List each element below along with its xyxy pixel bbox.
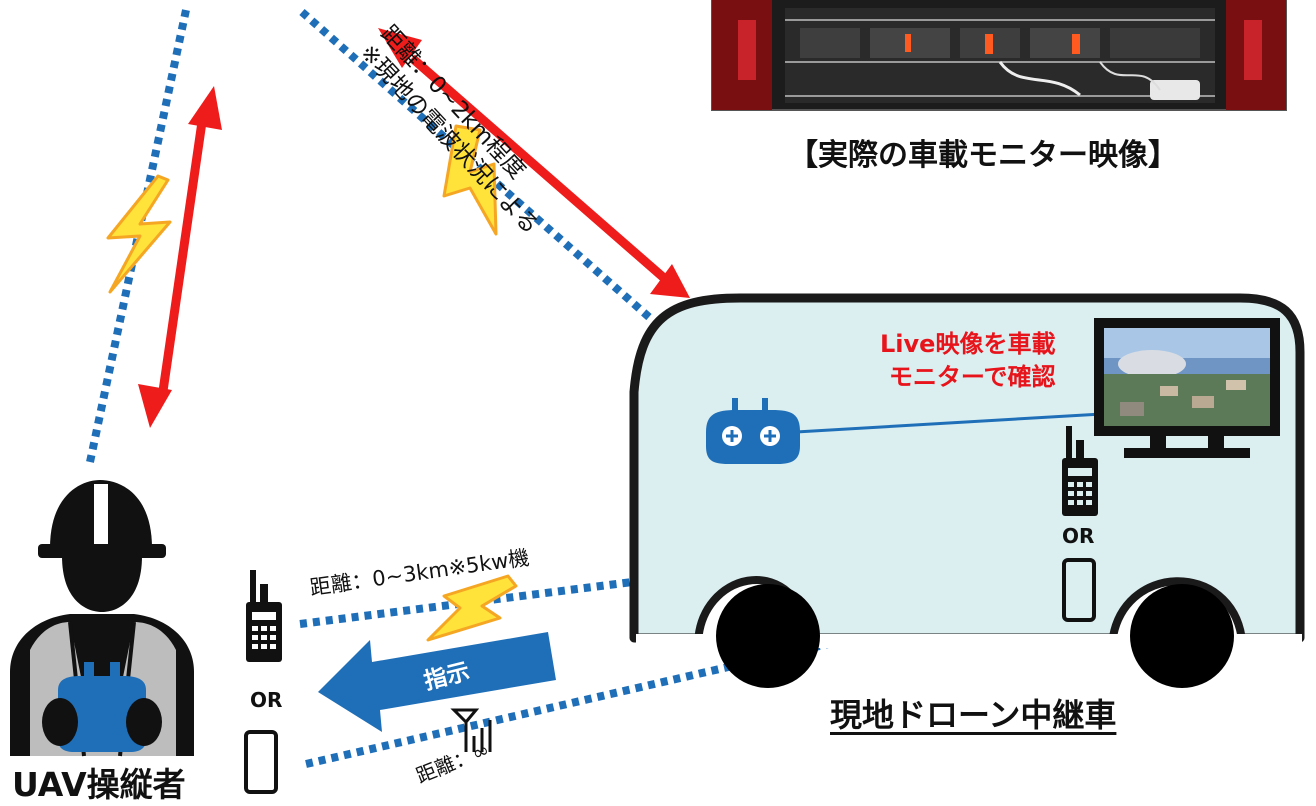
or-label-vehicle: OR <box>1062 524 1095 548</box>
operator-label: UAV操縦者 <box>12 765 186 804</box>
monitor-icon <box>1094 318 1280 458</box>
double-arrow-icon <box>138 86 222 428</box>
double-arrow-icon <box>378 28 690 298</box>
walkie-talkie-icon <box>1062 426 1098 516</box>
worker-icon <box>10 480 194 757</box>
antenna-icon <box>450 708 492 752</box>
live-monitor-text: Live映像を車載 モニターで確認 <box>880 328 1055 394</box>
controller-cable <box>795 412 1103 434</box>
smartphone-icon <box>244 730 278 794</box>
lightning-icon <box>426 574 518 642</box>
link-phone <box>305 590 1047 768</box>
controller-icon <box>706 398 800 464</box>
vehicle-label: 現地ドローン中継車 <box>830 696 1117 734</box>
photo-caption: 【実際の車載モニター映像】 <box>788 138 1178 173</box>
or-label-operator: OR <box>250 688 283 712</box>
link-drone-to-controller <box>299 8 719 380</box>
lightning-icon <box>442 124 498 236</box>
lightning-icon <box>106 174 172 294</box>
vehicle-monitor-photo <box>711 0 1287 111</box>
smartphone-icon <box>1062 558 1096 622</box>
walkie-talkie-icon <box>246 570 282 662</box>
live-monitor-text-line2: モニターで確認 <box>888 363 1056 391</box>
live-monitor-text-line1: Live映像を車載 <box>880 330 1056 358</box>
instruction-arrow <box>318 632 556 732</box>
